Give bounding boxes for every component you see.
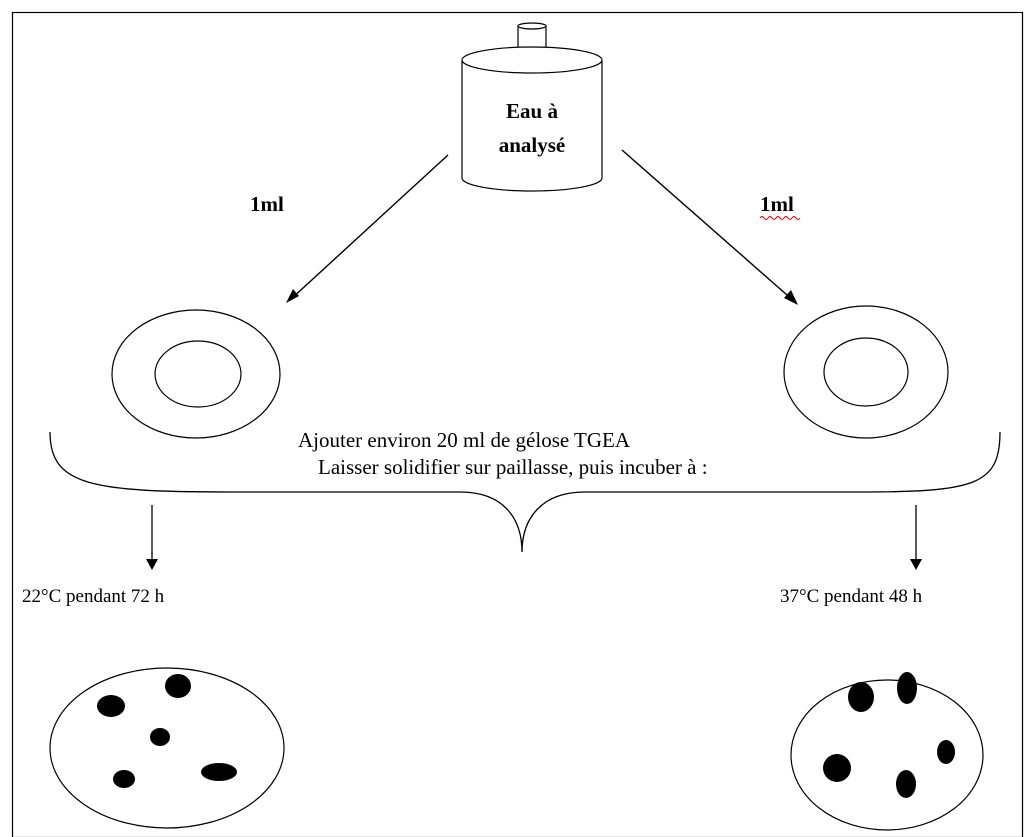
incubation-right-label: 37°C pendant 48 h bbox=[780, 586, 923, 607]
instruction-line1: Ajouter environ 20 ml de gélose TGEA bbox=[298, 428, 631, 452]
volume-right-label: 1ml bbox=[760, 192, 794, 216]
curly-brace bbox=[49, 431, 1001, 553]
instruction-line2: Laisser solidifier sur paillasse, puis i… bbox=[318, 455, 708, 479]
arrow-right-head bbox=[784, 290, 798, 305]
incubation-left-label: 22°C pendant 72 h bbox=[22, 586, 165, 607]
colony bbox=[150, 728, 170, 746]
colony bbox=[848, 682, 874, 712]
spellcheck-underline bbox=[759, 216, 801, 220]
petri-dish-left bbox=[111, 309, 281, 439]
colony bbox=[823, 754, 851, 782]
petri-dish-right-outer bbox=[783, 305, 949, 439]
result-plate-right-outline bbox=[790, 679, 984, 831]
volume-left-label: 1ml bbox=[250, 192, 284, 216]
petri-dish-right bbox=[783, 305, 949, 439]
result-plate-right bbox=[790, 672, 984, 831]
result-plate-left-outline bbox=[49, 667, 285, 829]
bottle-cap-top bbox=[517, 22, 547, 30]
bottle-label-line1: Eau à bbox=[506, 99, 558, 123]
water-bottle bbox=[461, 22, 603, 192]
arrow-left-head bbox=[286, 289, 299, 303]
result-plate-left bbox=[49, 667, 285, 829]
bottle-label-line2: analysé bbox=[499, 133, 566, 157]
colony bbox=[897, 672, 917, 704]
arrow-down-right-head bbox=[910, 559, 922, 570]
colony bbox=[113, 770, 135, 788]
petri-dish-right-inner bbox=[823, 337, 909, 407]
petri-dish-left-inner bbox=[154, 340, 242, 408]
bottle-body bbox=[461, 60, 603, 192]
colony bbox=[201, 763, 237, 781]
colony bbox=[165, 674, 191, 698]
outer-frame bbox=[11, 11, 1024, 837]
arrow-down-left-head bbox=[146, 559, 158, 570]
colony bbox=[97, 695, 125, 717]
colony bbox=[896, 770, 916, 798]
colony bbox=[937, 740, 955, 764]
arrow-right-line bbox=[621, 149, 796, 303]
petri-dish-left-outer bbox=[111, 309, 281, 439]
arrow-left-line bbox=[289, 154, 449, 301]
bottle-top bbox=[461, 46, 603, 74]
